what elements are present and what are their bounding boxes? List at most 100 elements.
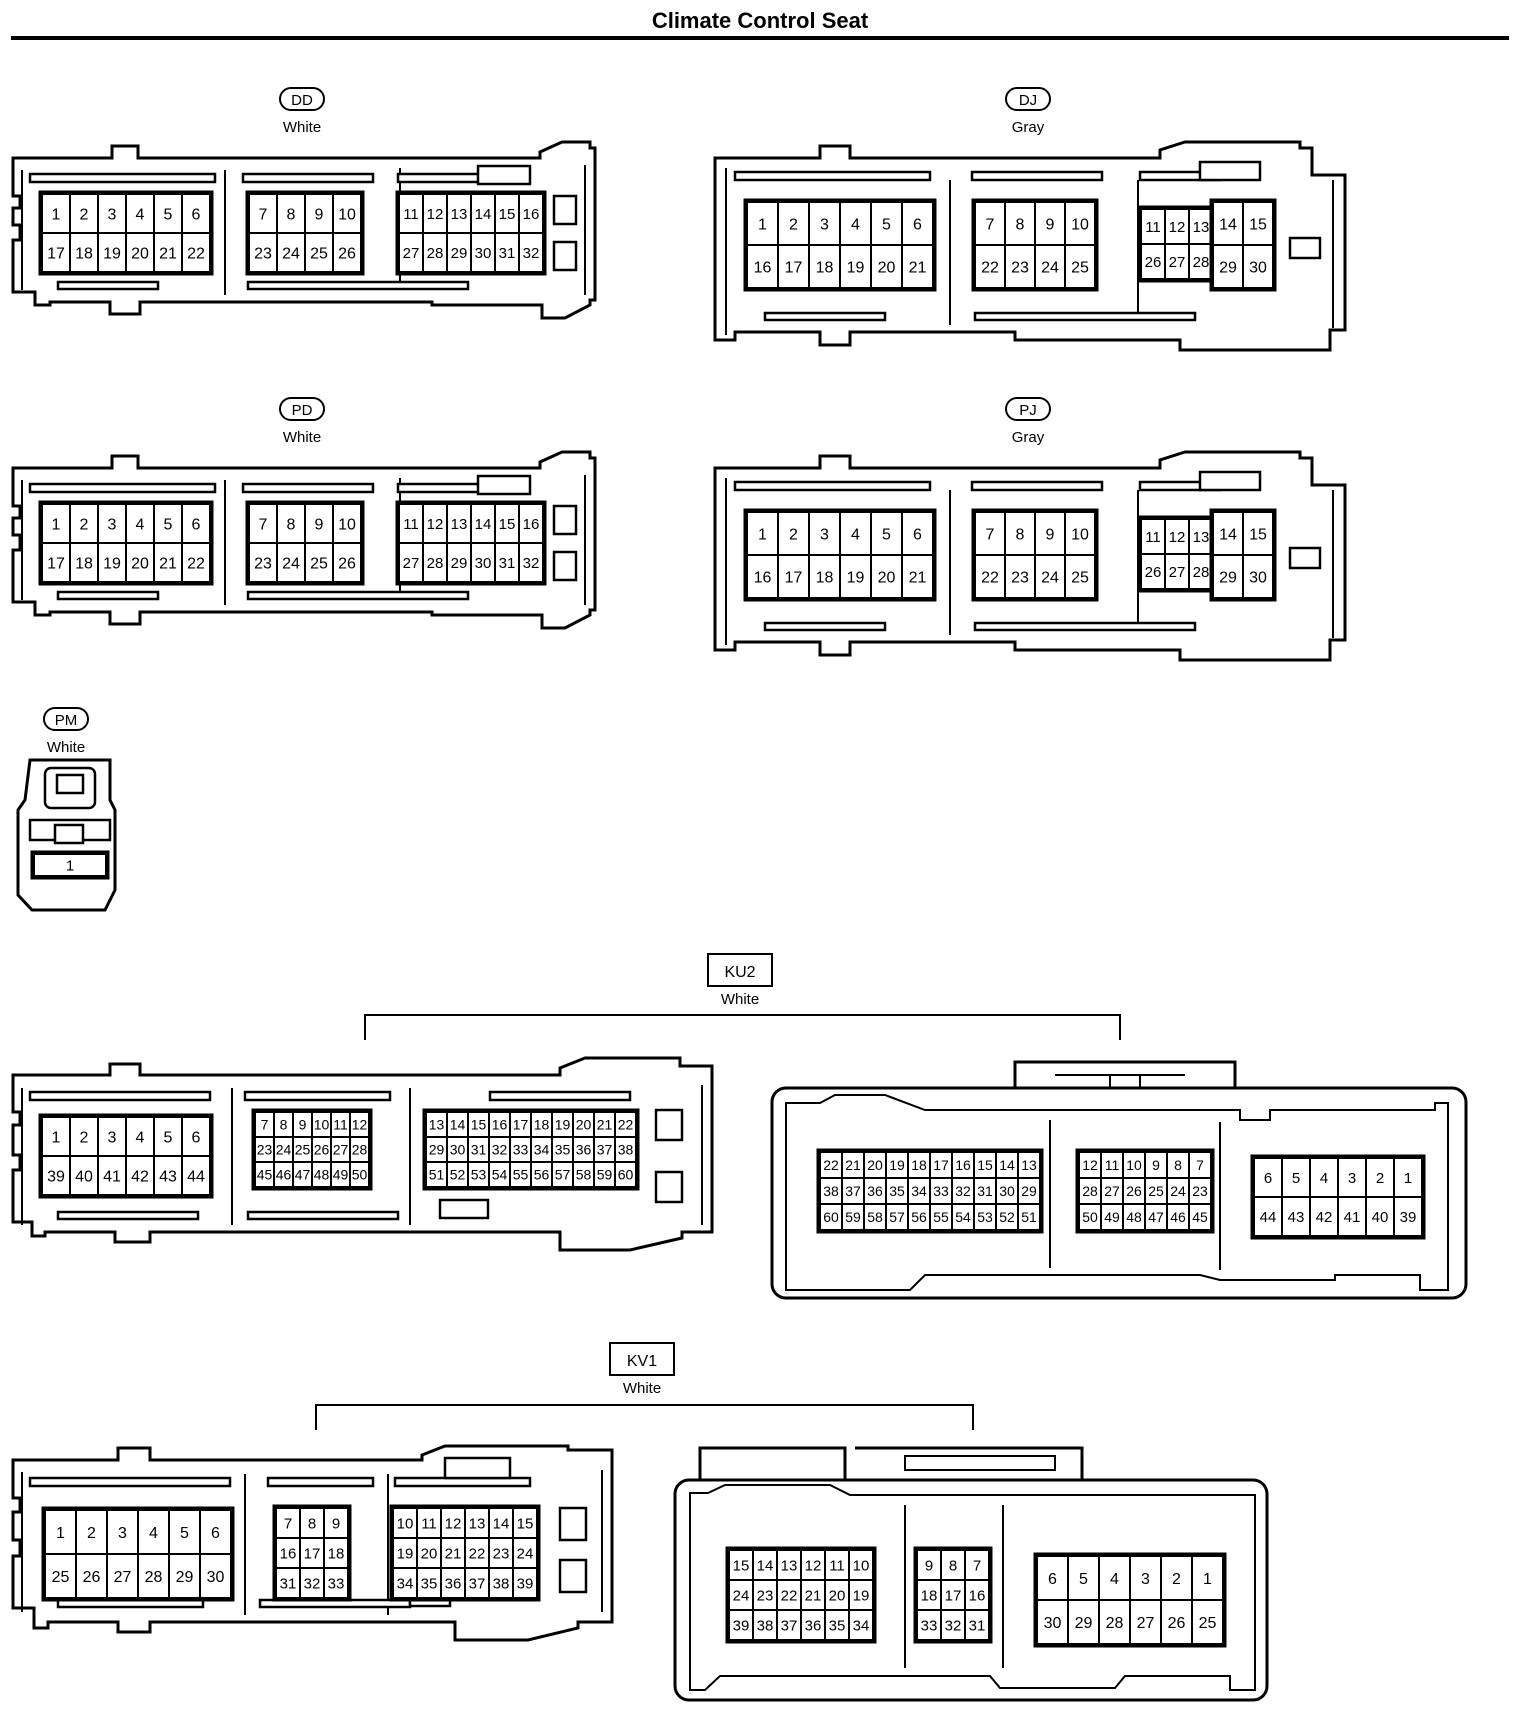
pin-number: 49 xyxy=(1104,1209,1120,1225)
pin-cell xyxy=(839,511,872,556)
pin-cell xyxy=(97,542,127,583)
pin-number: 2 xyxy=(80,206,89,223)
label-dd: DD White xyxy=(279,87,325,136)
pin-number: 17 xyxy=(47,555,65,572)
pin-cell xyxy=(974,554,1006,599)
connector-pm xyxy=(16,758,117,912)
pin-number: 6 xyxy=(192,1129,201,1146)
pin-number: 29 xyxy=(1219,569,1237,586)
pin-number: 18 xyxy=(911,1157,927,1173)
pin-number: 16 xyxy=(955,1157,971,1173)
pin-block-frame xyxy=(971,508,1099,602)
label-pd: PD White xyxy=(279,397,325,446)
pin-cell xyxy=(1129,1555,1162,1601)
pin-number: 21 xyxy=(909,569,927,586)
pin-number: 56 xyxy=(911,1209,927,1225)
pin-cell xyxy=(1212,511,1244,556)
pin-number: 4 xyxy=(149,1525,158,1542)
pin-number: 34 xyxy=(853,1617,870,1634)
pin-cell xyxy=(33,853,107,877)
pin-cell xyxy=(1188,1203,1212,1231)
pin-number: 36 xyxy=(805,1617,822,1634)
pin-number: 12 xyxy=(805,1557,822,1574)
pin-number: 56 xyxy=(534,1167,550,1183)
pin-number: 16 xyxy=(492,1117,508,1133)
label-pm-id: PM xyxy=(55,712,78,729)
pin-number: 11 xyxy=(403,516,419,533)
pin-cell xyxy=(470,542,496,583)
pin-number: 14 xyxy=(475,516,492,533)
pin-cell xyxy=(1064,244,1096,289)
label-dj: DJ Gray xyxy=(1005,87,1051,136)
pin-number: 19 xyxy=(397,1545,414,1562)
pin-cell xyxy=(839,244,872,289)
pin-number: 26 xyxy=(314,1142,330,1158)
pin-number: 9 xyxy=(925,1557,933,1574)
pin-number: 21 xyxy=(845,1157,861,1173)
pin-cell xyxy=(446,232,472,273)
pin-number: 13 xyxy=(429,1117,445,1133)
pin-number: 16 xyxy=(754,569,772,586)
label-dd-id: DD xyxy=(291,92,313,109)
pin-number: 2 xyxy=(789,526,798,543)
pin-number: 29 xyxy=(1075,1615,1093,1632)
label-pd-color: White xyxy=(283,429,321,446)
pin-number: 8 xyxy=(1174,1157,1182,1173)
pin-number: 9 xyxy=(332,1515,340,1532)
pin-number: 30 xyxy=(475,555,492,572)
pin-block-frame xyxy=(389,1504,541,1602)
pin-number: 13 xyxy=(451,516,468,533)
pin-cell xyxy=(125,1116,155,1157)
pin-number: 32 xyxy=(523,245,540,262)
pin-number: 2 xyxy=(1376,1170,1384,1187)
pin-number: 12 xyxy=(445,1515,462,1532)
pin-number: 46 xyxy=(1170,1209,1186,1225)
pin-number: 29 xyxy=(1021,1183,1037,1199)
pin-cell xyxy=(470,503,496,544)
pin-number: 30 xyxy=(475,245,492,262)
pin-cell xyxy=(97,503,127,544)
pin-number: 29 xyxy=(176,1569,194,1586)
pin-number: 25 xyxy=(1071,569,1089,586)
pin-number: 40 xyxy=(1372,1209,1389,1226)
pin-cell xyxy=(494,542,520,583)
pin-number: 24 xyxy=(1041,569,1059,586)
pin-number: 60 xyxy=(823,1209,839,1225)
pin-number: 22 xyxy=(469,1545,486,1562)
pin-number: 5 xyxy=(164,206,173,223)
pin-cell xyxy=(870,244,903,289)
pin-number: 2 xyxy=(1172,1571,1181,1588)
pin-number: 26 xyxy=(338,245,356,262)
pin-number: 23 xyxy=(1011,569,1029,586)
label-pj: PJ Gray xyxy=(1005,397,1051,446)
label-ku2-color: White xyxy=(721,991,759,1008)
pin-number: 20 xyxy=(131,245,149,262)
pin-number: 4 xyxy=(1320,1170,1328,1187)
pin-number: 34 xyxy=(397,1575,414,1592)
pin-number: 8 xyxy=(287,516,296,533)
pin-number: 38 xyxy=(823,1183,839,1199)
label-pm: PM White xyxy=(43,707,89,756)
pin-cell xyxy=(323,1567,349,1599)
pin-number: 54 xyxy=(955,1209,971,1225)
pin-number: 30 xyxy=(1249,259,1267,276)
pin-number: 5 xyxy=(180,1525,189,1542)
pin-cell xyxy=(839,201,872,246)
pin-number: 3 xyxy=(108,1129,117,1146)
pin-number: 2 xyxy=(80,1129,89,1146)
pin-number: 44 xyxy=(1260,1209,1277,1226)
pin-number: 46 xyxy=(276,1167,292,1183)
pin-number: 6 xyxy=(913,526,922,543)
pin-number: 24 xyxy=(733,1587,750,1604)
label-dj-color: Gray xyxy=(1012,119,1045,136)
pin-number: 13 xyxy=(469,1515,486,1532)
pin-cell xyxy=(1004,511,1036,556)
connector-dj xyxy=(713,140,1347,352)
pin-number: 31 xyxy=(499,555,516,572)
pin-number: 5 xyxy=(164,1129,173,1146)
pin-number: 13 xyxy=(1193,219,1210,236)
pin-number: 10 xyxy=(338,516,356,533)
pin-cell xyxy=(746,554,779,599)
pin-cell xyxy=(422,503,448,544)
